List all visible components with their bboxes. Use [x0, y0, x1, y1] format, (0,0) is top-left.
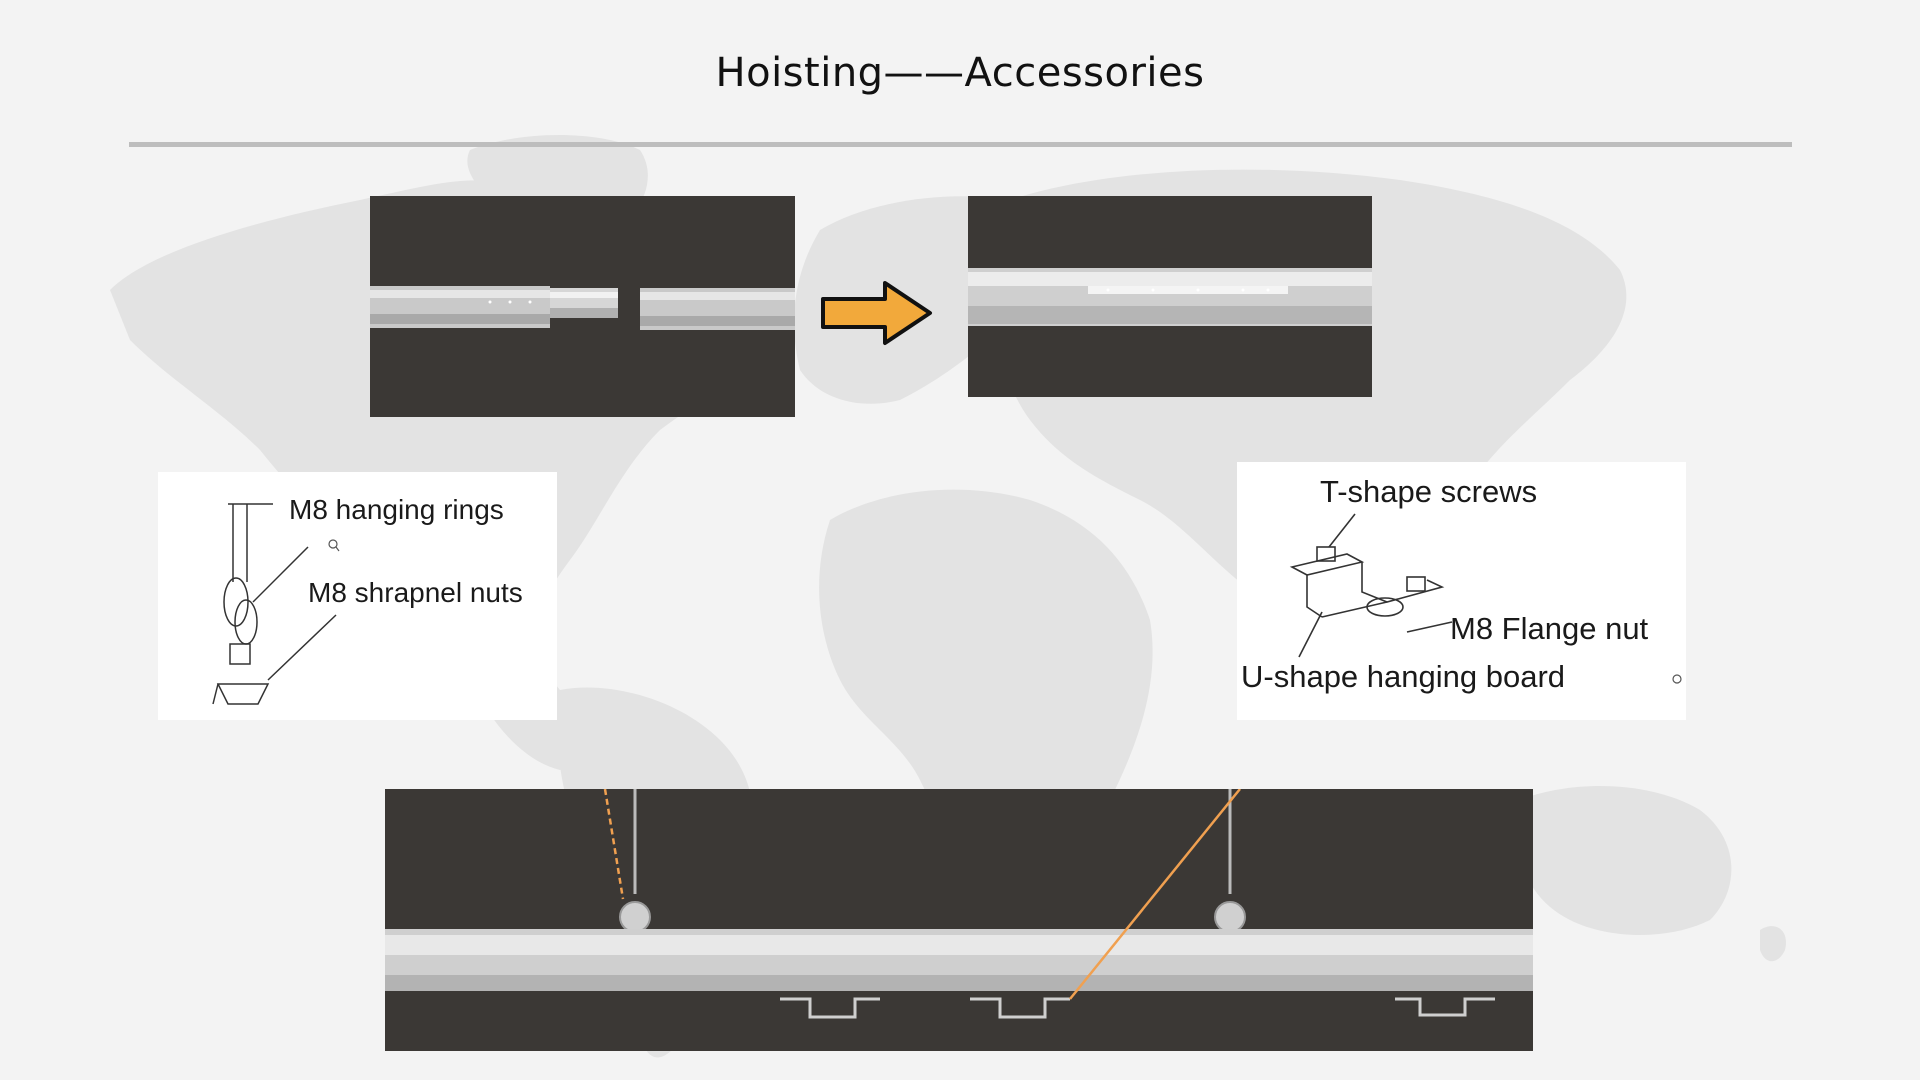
slide-title: Hoisting——Accessories	[715, 50, 1205, 96]
u-shape-board-diagram: T-shape screws M8 Flange nut U-shape han…	[1237, 462, 1686, 720]
rail-separated-photo	[370, 196, 795, 417]
installed-rail-photo	[385, 789, 1533, 1051]
label-m8-shrapnel-nuts: M8 shrapnel nuts	[308, 577, 523, 608]
hanging-ring-diagram: M8 hanging rings M8 shrapnel nuts	[158, 472, 557, 720]
label-m8-hanging-rings: M8 hanging rings	[289, 494, 504, 525]
label-t-shape-screws: T-shape screws	[1320, 474, 1538, 509]
right-arrow-icon	[821, 281, 932, 345]
rail-joined-photo	[968, 196, 1372, 397]
title-divider	[129, 142, 1792, 147]
label-m8-flange-nut: M8 Flange nut	[1450, 611, 1649, 646]
label-u-shape-hanging-board: U-shape hanging board	[1241, 659, 1566, 694]
